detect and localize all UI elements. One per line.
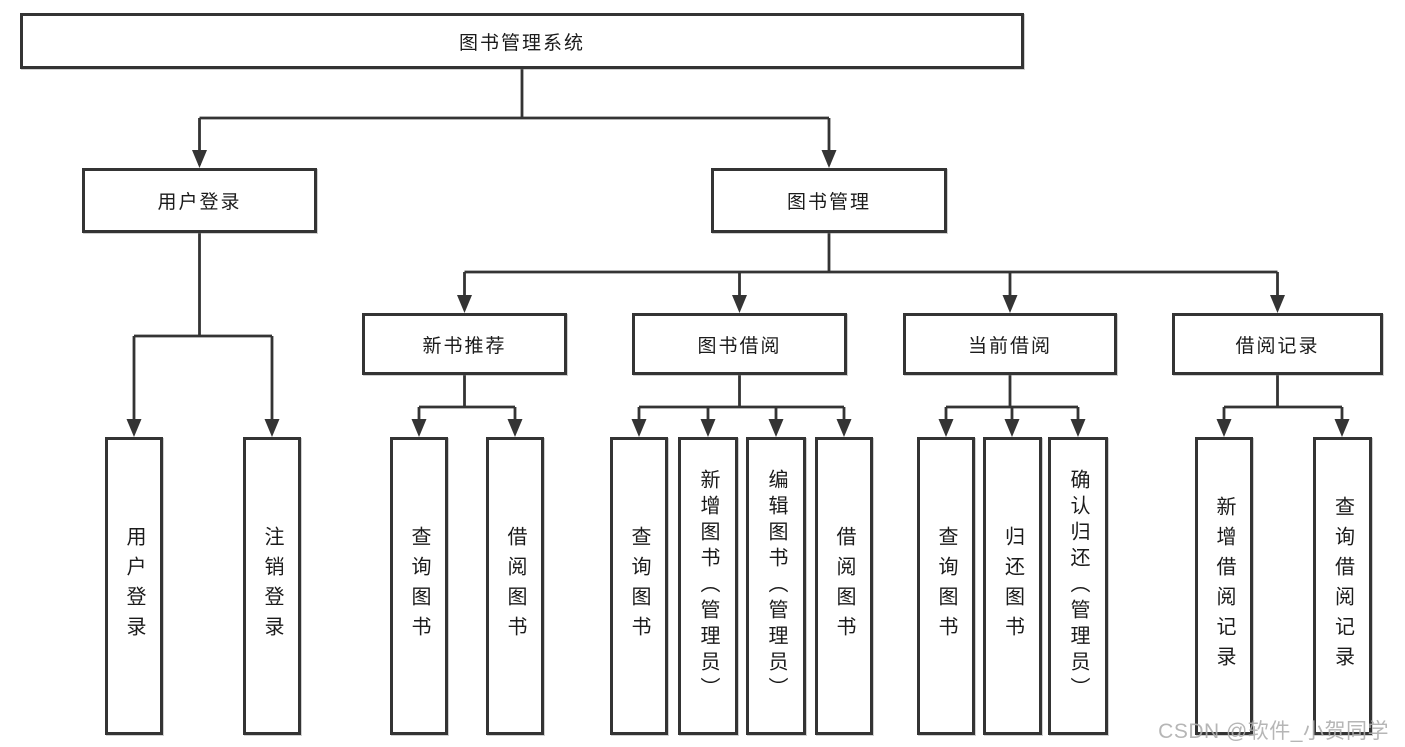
- watermark: CSDN @软件_小贺同学: [1158, 720, 1389, 743]
- leaf-query-books: 查询图书: [610, 437, 668, 735]
- arrow-down-icon: [1334, 419, 1350, 437]
- arrow-down-icon: [631, 419, 647, 437]
- arrow-down-icon: [1004, 419, 1020, 437]
- arrow-down-icon: [411, 419, 427, 437]
- arrow-down-icon: [938, 419, 954, 437]
- arrow-down-icon: [457, 295, 472, 313]
- leaf-borrow-books: 借阅图书: [486, 437, 544, 735]
- leaf-return-books: 归还图书: [983, 437, 1042, 735]
- leaf-user-login: 用户登录: [105, 437, 163, 735]
- node-new-book-recommend: 新书推荐: [362, 313, 567, 375]
- leaf-query-books: 查询图书: [390, 437, 448, 735]
- arrow-down-icon: [1270, 295, 1285, 313]
- arrow-down-icon: [126, 419, 142, 437]
- leaf-query-borrow-record: 查询借阅记录: [1313, 437, 1372, 735]
- leaf-add-books-admin: 新增图书（管理员）: [678, 437, 738, 735]
- arrow-down-icon: [821, 150, 837, 168]
- connector-borrow-record-to-leaves: [1222, 375, 1344, 433]
- node-book-management: 图书管理: [711, 168, 947, 233]
- leaf-logout: 注销登录: [243, 437, 301, 735]
- arrow-down-icon: [700, 419, 716, 437]
- connector-new-book-to-leaves: [417, 375, 517, 433]
- arrow-down-icon: [1070, 419, 1086, 437]
- leaf-borrow-books: 借阅图书: [815, 437, 873, 735]
- arrow-down-icon: [264, 419, 280, 437]
- arrow-down-icon: [1002, 295, 1018, 313]
- leaf-add-borrow-record: 新增借阅记录: [1195, 437, 1253, 735]
- node-borrow-record: 借阅记录: [1172, 313, 1383, 375]
- connector-user-login-to-leaves: [132, 233, 274, 433]
- node-library-management-system: 图书管理系统: [20, 13, 1024, 69]
- arrow-down-icon: [507, 419, 523, 437]
- leaf-confirm-return-admin: 确认归还（管理员）: [1048, 437, 1108, 735]
- connector-root-to-level2: [198, 69, 831, 165]
- node-user-login: 用户登录: [82, 168, 317, 233]
- connector-book-borrow-to-leaves: [637, 375, 846, 433]
- connector-book-management-to-level3: [463, 233, 1279, 309]
- arrow-down-icon: [1216, 419, 1232, 437]
- node-current-borrow: 当前借阅: [903, 313, 1117, 375]
- leaf-query-books: 查询图书: [917, 437, 975, 735]
- arrow-down-icon: [732, 295, 747, 313]
- arrow-down-icon: [836, 419, 852, 437]
- node-book-borrow: 图书借阅: [632, 313, 847, 375]
- arrow-down-icon: [192, 150, 207, 168]
- leaf-edit-books-admin: 编辑图书（管理员）: [746, 437, 806, 735]
- arrow-down-icon: [768, 419, 784, 437]
